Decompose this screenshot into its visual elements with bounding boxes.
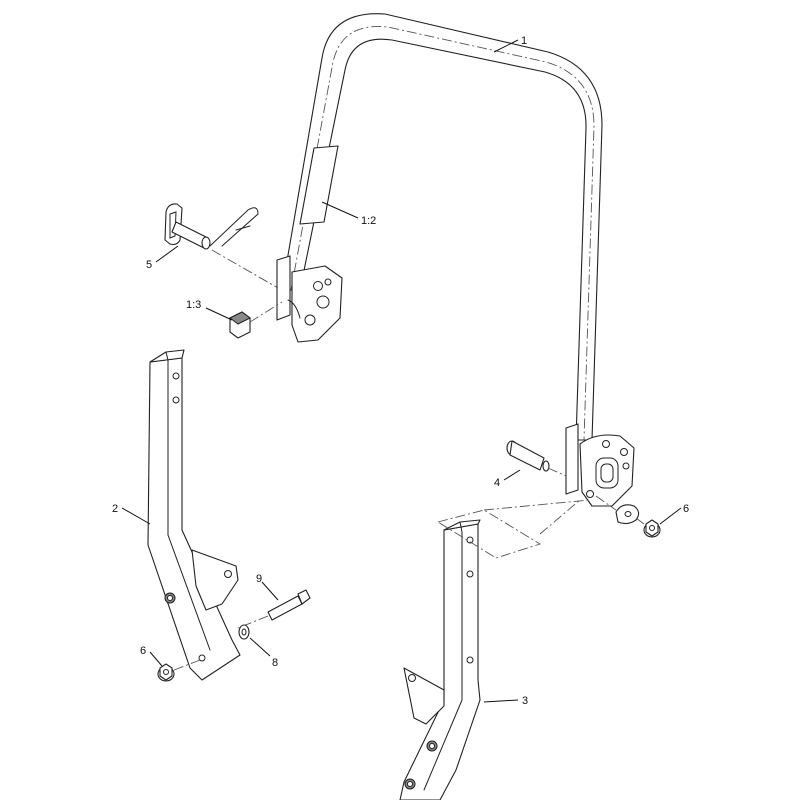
left-mount-plate (276, 255, 343, 343)
decal-1-2 (299, 145, 339, 225)
callout-8: 8 (272, 657, 278, 669)
hitch-pin-assembly (164, 203, 279, 289)
callout-1: 1 (521, 35, 527, 47)
plug-1-3 (229, 301, 283, 339)
left-upright (147, 349, 241, 681)
callout-1-3: 1:3 (186, 299, 201, 311)
washer-8 (238, 624, 250, 640)
flange-nut-right (635, 517, 661, 538)
callout-leaders (121, 39, 682, 703)
callout-9: 9 (256, 573, 262, 585)
right-mount-plate (565, 423, 635, 507)
bolt-9 (237, 589, 311, 629)
callout-4: 4 (494, 477, 500, 489)
callout-5: 5 (146, 259, 152, 271)
callout-labels: 1 1:2 1:3 5 2 3 4 6 6 8 9 (112, 35, 689, 707)
washer-right (595, 495, 640, 525)
roll-bar-hoop (276, 13, 635, 507)
clevis-pin-4 (506, 440, 567, 477)
callout-6-left: 6 (140, 645, 146, 657)
flange-nut-left (157, 659, 201, 682)
right-upright (399, 519, 481, 800)
callout-6-right: 6 (683, 503, 689, 515)
callout-2: 2 (112, 503, 118, 515)
alignment-guides (436, 499, 591, 559)
callout-3: 3 (522, 695, 528, 707)
callout-1-2: 1:2 (361, 215, 376, 227)
